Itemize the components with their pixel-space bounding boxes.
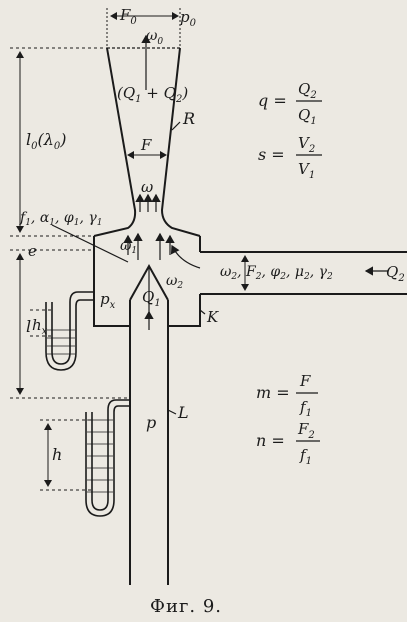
- diffuser-wall-right: [160, 47, 201, 237]
- label-omega0: ω: [146, 28, 158, 44]
- svg-text:V1: V1: [298, 160, 315, 181]
- svg-text:q =: q =: [258, 91, 287, 110]
- label-px: p: [100, 290, 110, 308]
- label-f1-group: f: [19, 210, 28, 226]
- label-omega: ω: [141, 178, 153, 196]
- mixing-chamber: [93, 236, 201, 327]
- svg-text:F2: F2: [297, 420, 315, 441]
- formula-n: n = F2 f1: [256, 420, 320, 467]
- formula-s: s = V2 V1: [258, 134, 322, 181]
- svg-text:n =: n =: [256, 431, 285, 450]
- svg-text:ω0: ω0: [146, 28, 163, 47]
- label-hx: h: [32, 316, 42, 334]
- manometer-hx: [51, 291, 94, 365]
- svg-text:f1: f1: [299, 398, 312, 419]
- label-R: R: [182, 109, 195, 128]
- label-K: K: [206, 308, 219, 326]
- svg-text:m =: m =: [256, 383, 290, 402]
- svg-text:s =: s =: [258, 145, 285, 164]
- svg-text:l0(λ0): l0(λ0): [26, 130, 67, 152]
- svg-text:Q2: Q2: [386, 263, 405, 284]
- svg-text:p0: p0: [180, 8, 197, 29]
- svg-text:ω2: ω2: [166, 273, 183, 291]
- svg-text:hx: hx: [32, 316, 48, 337]
- label-e: e: [28, 242, 37, 260]
- label-l0: l: [26, 130, 31, 149]
- formula-q: q = Q2 Q1: [258, 80, 322, 127]
- figure-caption: Фиг. 9.: [150, 596, 222, 617]
- svg-text:V2: V2: [298, 134, 315, 155]
- label-p: p: [146, 413, 156, 432]
- svg-text:ω2, F2, φ2, μ2, γ2: ω2, F2, φ2, μ2, γ2: [220, 264, 333, 282]
- label-F0: F: [119, 6, 131, 24]
- manometer-h: [91, 399, 130, 511]
- svg-text:F0: F0: [119, 6, 137, 27]
- svg-text:Q1: Q1: [298, 106, 317, 127]
- svg-text:ω1: ω1: [120, 238, 137, 256]
- diffuser-wall-left: [93, 47, 137, 237]
- label-omega2: ω: [166, 273, 178, 289]
- label-side-params: ω: [220, 264, 232, 280]
- label-Q1: Q: [142, 288, 154, 306]
- label-omega1: ω: [120, 238, 132, 254]
- label-Q2-inlet: Q: [386, 263, 398, 281]
- svg-text:Q2: Q2: [298, 80, 317, 101]
- label-q1q2: (Q: [117, 84, 135, 102]
- formula-m: m = F f1: [256, 372, 318, 419]
- svg-text:f1, α1, φ1, γ1: f1, α1, φ1, γ1: [19, 210, 102, 228]
- label-F: F: [140, 136, 152, 154]
- svg-text:Q1: Q1: [142, 288, 161, 309]
- svg-text:F: F: [299, 372, 311, 390]
- label-L: L: [177, 403, 189, 422]
- svg-text:px: px: [100, 290, 116, 311]
- label-p0: p: [180, 8, 190, 26]
- svg-text:(Q1 + Q2): (Q1 + Q2): [117, 84, 188, 105]
- label-l: l: [26, 317, 31, 336]
- label-h: h: [52, 445, 62, 464]
- svg-text:f1: f1: [299, 446, 312, 467]
